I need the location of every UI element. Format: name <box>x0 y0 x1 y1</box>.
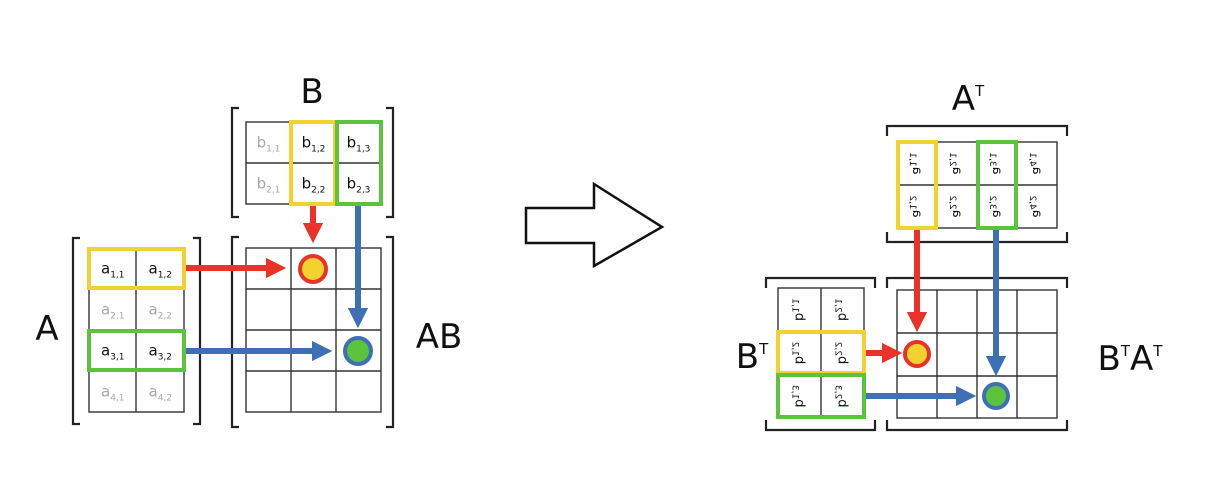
matrix-btat-top-bracket <box>885 276 1069 288</box>
matrix-b-cells: b1,1 b1,2 b1,3 b2,1 b2,2 b2,3 <box>257 134 371 196</box>
matrix-cell: b1,3 <box>347 134 371 155</box>
matrix-b-label: B <box>300 72 323 112</box>
matrix-a-row-1-highlight <box>87 247 186 290</box>
matrix-at-label: AT <box>952 79 985 119</box>
transposed-matrix-cell: a4,2 <box>1027 195 1044 217</box>
matrix-b-column-3-highlight <box>335 120 383 206</box>
matrix-at-cells: a1,1 a2,1 a3,1 a4,1 a1,2 a2,2 a3,2 a4,2 <box>907 152 1044 217</box>
transposed-matrix-cell: b1,3 <box>790 385 807 408</box>
matrix-ab-right-bracket <box>386 235 395 429</box>
matrix-btat-grid <box>896 289 1058 419</box>
transposed-matrix-cell: b2,2 <box>833 342 850 365</box>
matrix-a-row-3-highlight <box>87 329 186 372</box>
matrix-cell: b1,2 <box>302 134 326 155</box>
matrix-ab-left-bracket <box>230 235 239 429</box>
matrix-cell: a2,2 <box>148 301 172 322</box>
matrix-b-right-bracket <box>386 106 395 219</box>
matrix-cell: a1,2 <box>148 260 172 281</box>
transposed-matrix-cell: a1,2 <box>907 195 924 217</box>
transposed-matrix-cell: a2,2 <box>947 195 964 217</box>
matrix-cell: b1,1 <box>257 134 281 155</box>
matrix-at-column-3-highlight <box>976 140 1018 230</box>
matrix-ab-label: AB <box>416 317 463 357</box>
transposed-matrix-cell: b2,3 <box>833 385 850 408</box>
transposed-matrix-cell: b1,2 <box>790 342 807 365</box>
matrix-at-top-bracket <box>885 124 1069 136</box>
transposed-matrix-cell: a1,1 <box>907 152 924 174</box>
matrix-bt-cells: b1,1 b2,1 b1,2 b2,2 b1,3 b2,3 <box>790 298 850 407</box>
transposed-matrix-cell: a3,1 <box>987 152 1004 174</box>
matrix-b-left-bracket <box>230 106 239 219</box>
matrix-cell: a3,1 <box>101 342 125 363</box>
transposed-matrix-cell: a4,1 <box>1027 152 1044 174</box>
matrix-cell: b2,2 <box>302 175 326 196</box>
result-dot-yellow-red <box>903 340 931 368</box>
matrix-a-left-bracket <box>71 236 80 426</box>
matrix-btat-bottom-bracket <box>885 420 1069 432</box>
matrix-at-column-1-highlight <box>896 140 938 230</box>
matrix-bt-bottom-bracket <box>764 420 877 432</box>
result-dot-green-blue <box>982 382 1010 410</box>
transposed-matrix-cell: a2,1 <box>947 152 964 174</box>
transposed-matrix-cell: b1,1 <box>790 298 807 321</box>
result-dot-yellow-red <box>298 254 328 284</box>
matrix-a-right-bracket <box>193 236 202 426</box>
matrix-cell: a4,2 <box>148 383 172 404</box>
matrix-a-cells: a1,1 a1,2 a2,1 a2,2 a3,1 a3,2 a4,1 a4,2 <box>101 260 172 404</box>
matrix-a-label: A <box>35 309 58 349</box>
matrix-cell: b2,1 <box>257 175 281 196</box>
matrix-cell: a1,1 <box>101 260 125 281</box>
transform-arrow-icon <box>524 181 665 269</box>
result-dot-green-blue <box>343 336 373 366</box>
matrix-cell: a2,1 <box>101 301 125 322</box>
matrix-bt-row-3-highlight <box>776 373 866 419</box>
right-diagram: AT a1,1 a2,1 a3,1 a4,1 a1,2 a2,2 a3,2 a4,2 BT <box>736 79 1164 432</box>
matrix-bt-top-bracket <box>764 276 877 288</box>
matrix-bt-label: BT <box>736 337 769 377</box>
transposed-matrix-cell: b2,1 <box>833 298 850 321</box>
transposed-matrix-cell: a3,2 <box>987 195 1004 217</box>
matrix-cell: a3,2 <box>148 342 172 363</box>
matrix-cell: a4,1 <box>101 383 125 404</box>
matrix-at-bottom-bracket <box>885 232 1069 244</box>
matrix-btat-label: BTAT <box>1098 339 1164 379</box>
matrix-cell: b2,3 <box>347 175 371 196</box>
